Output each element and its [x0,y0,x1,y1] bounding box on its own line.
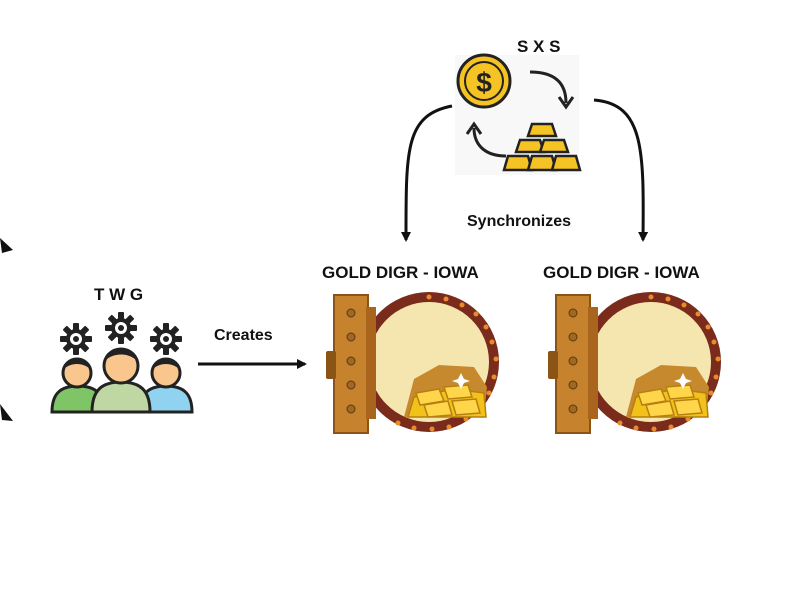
sync-arrow-right [593,98,649,242]
team-label: T W G [94,285,144,304]
exchange-label: S X S [517,37,561,56]
offscreen-arrow-bottom [0,404,13,421]
gold-vault-icon-2 [547,291,722,434]
sync-arrow-left [400,104,453,242]
gold-vault-icon-1 [325,291,500,434]
offscreen-arrow-top [0,238,13,253]
cycle-arrow-icon-top [529,70,568,104]
svg-text:$: $ [476,67,492,98]
vault-label-1: GOLD DIGR - IOWA [322,263,479,282]
creates-edge-label: Creates [214,327,273,344]
synchronizes-edge-label: Synchronizes [467,213,572,230]
gold-bars-icon [502,122,582,172]
vault-label-2: GOLD DIGR - IOWA [543,263,700,282]
cycle-arrow-icon-bottom [472,127,507,158]
